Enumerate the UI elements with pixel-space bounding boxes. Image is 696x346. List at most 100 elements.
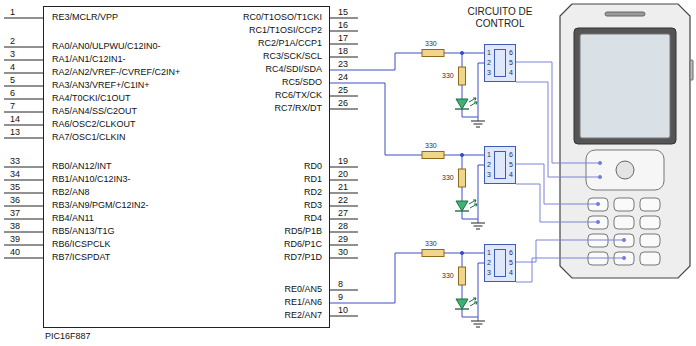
pin-number: 6 <box>509 248 513 258</box>
pin-number: 5 <box>509 160 513 170</box>
pin-number: 9 <box>338 292 343 303</box>
pin-name: RC2/P1A/CCP1 <box>258 38 322 49</box>
pin-number: 7 <box>10 101 15 112</box>
pin-name: RB6/ICSPCLK <box>52 239 111 250</box>
pin-number: 3 <box>10 49 15 60</box>
resistor-symbol <box>422 50 444 57</box>
pin-number: 22 <box>338 195 348 206</box>
pin-stub <box>4 18 43 19</box>
optocoupler-box: 123654 <box>484 146 516 184</box>
pin-number: 5 <box>10 75 15 86</box>
wire <box>462 109 478 117</box>
pin-name: RB7/ICSPDAT <box>52 252 110 263</box>
pin-number: 10 <box>338 305 348 316</box>
signal-wire <box>330 253 484 303</box>
wire <box>462 85 463 99</box>
led-symbol <box>456 99 468 109</box>
pin-stub <box>330 316 358 317</box>
pin-stub <box>4 138 43 139</box>
ground-symbol <box>474 124 483 125</box>
phone-screen <box>580 34 670 138</box>
pin-number: 28 <box>338 221 348 232</box>
pin-stub <box>4 60 43 61</box>
pin-number: 16 <box>338 20 348 31</box>
pin-name: RD2 <box>304 187 322 198</box>
led-arrow <box>470 102 477 106</box>
pin-number: 29 <box>338 234 348 245</box>
pin-stub <box>330 18 358 19</box>
pin-name: RD1 <box>304 174 322 185</box>
pin-name: RE2/AN7 <box>284 310 322 321</box>
pin-number: 3 <box>487 170 491 180</box>
ground-symbol <box>471 121 485 122</box>
pin-name: RB5/AN13/T1G <box>52 226 115 237</box>
pin-stub <box>4 73 43 74</box>
pin-number: 38 <box>10 221 20 232</box>
pin-number: 6 <box>509 150 513 160</box>
pin-stub <box>4 86 43 87</box>
pin-number: 2 <box>487 58 491 68</box>
pin-stub <box>330 290 358 291</box>
wire-end-dot <box>596 220 599 223</box>
pin-name: RB1/AN10/C12IN3- <box>52 174 131 185</box>
pin-number: 21 <box>338 182 348 193</box>
pin-number: 1 <box>487 150 491 160</box>
pin-name: RE1/AN6 <box>284 297 322 308</box>
pin-number: 39 <box>10 234 20 245</box>
pin-number: 27 <box>338 208 348 219</box>
microcontroller-chip: RE3/MCLR/VPPRA0/AN0/ULPWU/C12IN0-RA1/AN1… <box>43 6 330 328</box>
pin-number: 3 <box>487 268 491 278</box>
phone-nav-button <box>616 161 634 179</box>
resistor-value: 330 <box>425 142 437 150</box>
pin-name: RA4/T0CKI/C1OUT <box>52 93 131 104</box>
phone-side-button <box>690 60 693 80</box>
pin-number: 4 <box>509 170 513 180</box>
phone-nav-pad <box>586 150 664 190</box>
resistor-value: 330 <box>425 40 437 48</box>
led-arrowhead <box>473 298 476 301</box>
pin-stub <box>4 232 43 233</box>
phone-key <box>640 198 660 211</box>
pin-name: RB2/AN8 <box>52 187 90 198</box>
pin-number: 25 <box>338 85 348 96</box>
resistor-value: 330 <box>425 240 437 248</box>
phone-key <box>640 252 660 265</box>
pin-stub <box>4 47 43 48</box>
pin-stub <box>330 44 358 45</box>
pin-name: RD3 <box>304 200 322 211</box>
pin-stub <box>4 112 43 113</box>
pin-number: 4 <box>509 268 513 278</box>
optocoupler-box: 123654 <box>484 244 516 282</box>
chip-name: PIC16F887 <box>45 331 91 342</box>
pin-name: RC4/SDI/SDA <box>265 64 322 75</box>
pin-number: 5 <box>509 58 513 68</box>
pin-number: 30 <box>338 247 348 258</box>
led-arrowhead <box>474 102 477 105</box>
pin-number: 33 <box>10 156 20 167</box>
pin-number: 40 <box>10 247 20 258</box>
wire <box>462 253 463 267</box>
pin-stub <box>4 125 43 126</box>
pin-stub <box>330 193 358 194</box>
pin-number: 2 <box>487 258 491 268</box>
phone-body <box>560 4 690 278</box>
pin-name: RB0/AN12/INT <box>52 161 112 172</box>
pin-stub <box>330 167 358 168</box>
ground-symbol <box>471 321 485 322</box>
led-arrowhead <box>473 200 476 203</box>
pin-stub <box>330 219 358 220</box>
led-arrowhead <box>474 204 477 207</box>
pin-stub <box>330 258 358 259</box>
pin-number: 24 <box>338 72 348 83</box>
pin-number: 35 <box>10 182 20 193</box>
resistor-symbol <box>459 67 466 85</box>
wire-end-dot <box>598 161 601 164</box>
phone-speaker <box>605 12 645 16</box>
pin-stub <box>330 96 358 97</box>
pin-stub <box>4 193 43 194</box>
pin-number: 17 <box>338 33 348 44</box>
pin-number: 5 <box>509 258 513 268</box>
pin-name: RD6/P1C <box>284 239 322 250</box>
wire-end-dot <box>598 175 601 178</box>
pin-name: RA1/AN1/C12IN1- <box>52 54 126 65</box>
